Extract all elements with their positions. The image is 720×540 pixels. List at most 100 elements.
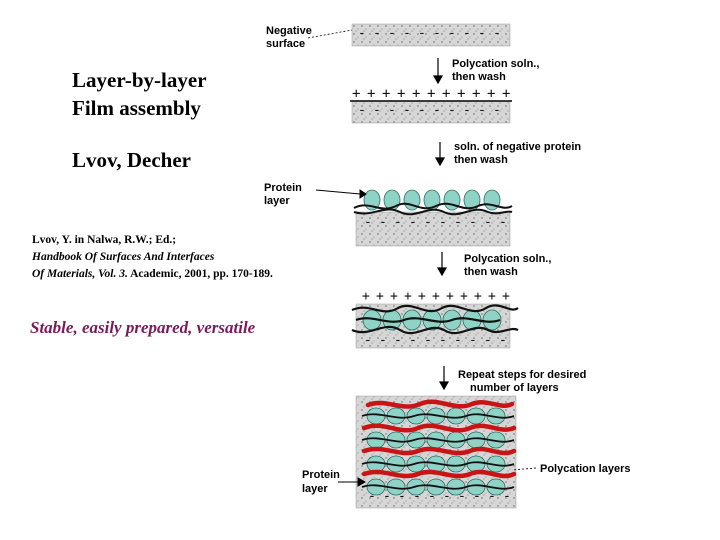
negative-charge-row-2: ----------: [358, 103, 501, 118]
negative-charge-row-5: ----------: [368, 489, 511, 504]
minus-sign: -: [403, 26, 411, 41]
minus-sign: -: [463, 26, 471, 41]
positive-charge-row-2: +++++++++++: [352, 86, 510, 102]
polycation-stack: [361, 399, 517, 479]
pointer-polycation-layers: [511, 467, 537, 471]
protein-globule: [366, 407, 386, 425]
minus-sign: -: [424, 215, 432, 230]
plus-sign: +: [376, 289, 384, 304]
label-step3-2: then wash: [464, 266, 518, 278]
minus-sign: -: [383, 489, 391, 504]
minus-sign: -: [503, 489, 511, 504]
protein-globule: [466, 455, 486, 473]
minus-sign: -: [469, 333, 477, 348]
label-protein-layer-1: Protein: [264, 182, 302, 194]
minus-sign: -: [409, 215, 417, 230]
minus-sign: -: [379, 333, 387, 348]
plus-sign: +: [488, 289, 496, 304]
label-protein-layer2-1: Protein: [302, 469, 340, 481]
slide-title: Layer-by-layer Film assembly: [72, 66, 207, 122]
minus-sign: -: [433, 26, 441, 41]
minus-sign: -: [469, 215, 477, 230]
label-protein-layer2-2: layer: [302, 483, 328, 495]
minus-sign: -: [454, 333, 462, 348]
positive-charge-row-4: +++++++++++: [362, 289, 510, 304]
minus-sign: -: [463, 103, 471, 118]
minus-sign: -: [358, 26, 366, 41]
label-step4-1: Repeat steps for desired: [458, 369, 586, 381]
minus-sign: -: [484, 215, 492, 230]
reference-publisher: Academic, 2001, pp. 170-189.: [127, 268, 273, 280]
label-step2-1: soln. of negative protein: [454, 141, 581, 153]
label-polycation-layers: Polycation layers: [540, 463, 631, 475]
plus-sign: +: [412, 86, 420, 102]
label-step1-1: Polycation soln.,: [452, 58, 539, 70]
label-negative-surface-1: Negative: [266, 25, 312, 37]
minus-sign: -: [373, 26, 381, 41]
minus-sign: -: [488, 489, 496, 504]
minus-sign: -: [473, 489, 481, 504]
minus-sign: -: [373, 103, 381, 118]
plus-sign: +: [367, 86, 375, 102]
pointer-protein-layer-2: [338, 477, 367, 487]
minus-sign: -: [379, 215, 387, 230]
label-step1-2: then wash: [452, 71, 506, 83]
arrow-step-2: [434, 142, 446, 167]
plus-sign: +: [474, 289, 482, 304]
negative-charge-row-3: ----------: [364, 215, 507, 230]
minus-sign: -: [493, 26, 501, 41]
arrow-step-1: [432, 58, 444, 85]
minus-sign: -: [448, 26, 456, 41]
title-line-2: Film assembly: [72, 96, 201, 120]
minus-sign: -: [364, 215, 372, 230]
minus-sign: -: [358, 103, 366, 118]
minus-sign: -: [388, 103, 396, 118]
plus-sign: +: [397, 86, 405, 102]
minus-sign: -: [484, 333, 492, 348]
plus-sign: +: [457, 86, 465, 102]
negative-charge-row-1: ----------: [358, 26, 501, 41]
substrate-3: [355, 211, 511, 247]
plus-sign: +: [460, 289, 468, 304]
minus-sign: -: [368, 489, 376, 504]
polymer-strands-5: [361, 413, 515, 490]
plus-sign: +: [432, 289, 440, 304]
reference-volume: Of Materials, Vol. 3.: [32, 268, 128, 280]
minus-sign: -: [493, 103, 501, 118]
polymer-strands-3: [353, 202, 513, 216]
title-line-1: Layer-by-layer: [72, 68, 207, 92]
plus-sign: +: [502, 86, 510, 102]
plus-sign: +: [382, 86, 390, 102]
plus-sign: +: [442, 86, 450, 102]
label-protein-layer-2: layer: [264, 195, 290, 207]
minus-sign: -: [433, 103, 441, 118]
minus-sign: -: [478, 26, 486, 41]
protein-globule: [446, 431, 466, 449]
plus-sign: +: [418, 289, 426, 304]
minus-sign: -: [458, 489, 466, 504]
protein-globule: [466, 431, 486, 449]
arrow-step-4: [438, 366, 450, 391]
protein-globule: [446, 407, 466, 425]
protein-globule: [446, 455, 466, 473]
protein-globule: [366, 455, 386, 473]
pointer-protein-layer-1: [315, 189, 367, 199]
minus-sign: -: [388, 26, 396, 41]
arrow-step-3: [436, 252, 448, 277]
minus-sign: -: [424, 333, 432, 348]
minus-sign: -: [403, 103, 411, 118]
minus-sign: -: [454, 215, 462, 230]
negative-charge-row-4: ----------: [364, 333, 507, 348]
authors: Lvov, Decher: [72, 148, 191, 172]
minus-sign: -: [394, 215, 402, 230]
minus-sign: -: [428, 489, 436, 504]
minus-sign: -: [478, 103, 486, 118]
label-step2-2: then wash: [454, 154, 508, 166]
minus-sign: -: [439, 215, 447, 230]
protein-globule: [482, 309, 502, 331]
plus-sign: +: [502, 289, 510, 304]
minus-sign: -: [499, 333, 507, 348]
minus-sign: -: [398, 489, 406, 504]
protein-globule: [466, 407, 486, 425]
